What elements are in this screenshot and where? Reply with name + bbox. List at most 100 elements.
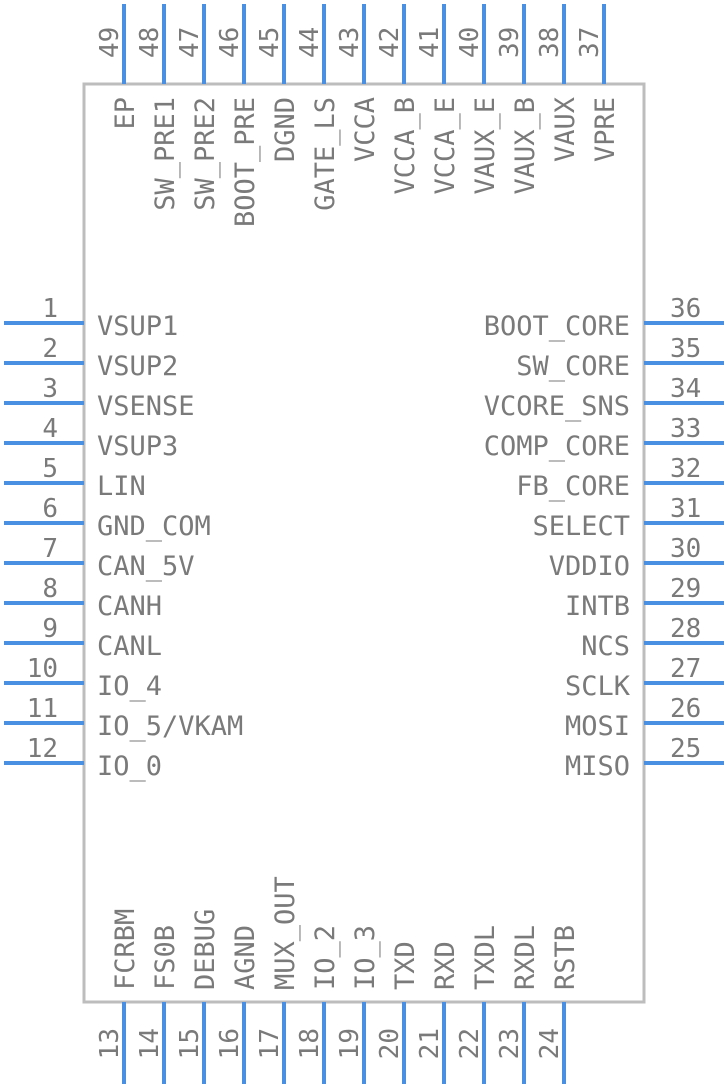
pin-label-vsup3: VSUP3 bbox=[97, 431, 178, 462]
pin-label-rstb: RSTB bbox=[550, 925, 581, 990]
pin-number-48: 48 bbox=[135, 27, 165, 58]
pin-label-intb: INTB bbox=[565, 591, 630, 622]
pin-number-26: 26 bbox=[670, 694, 701, 724]
pin-label-select: SELECT bbox=[532, 511, 630, 542]
pin-number-23: 23 bbox=[495, 1028, 525, 1059]
pin-number-11: 11 bbox=[27, 694, 58, 724]
pin-number-16: 16 bbox=[215, 1028, 245, 1059]
pin-label-sw-pre1: SW_PRE1 bbox=[150, 97, 181, 211]
right-pin-group: 25MISO26MOSI27SCLK28NCS29INTB30VDDIO31SE… bbox=[484, 294, 724, 782]
pin-label-vsense: VSENSE bbox=[97, 391, 195, 422]
pin-label-io-0: IO_0 bbox=[97, 751, 162, 782]
pin-number-32: 32 bbox=[670, 454, 701, 484]
pin-number-38: 38 bbox=[535, 27, 565, 58]
pin-number-7: 7 bbox=[42, 534, 58, 564]
pin-number-9: 9 bbox=[42, 614, 58, 644]
pin-number-35: 35 bbox=[670, 334, 701, 364]
pin-number-44: 44 bbox=[295, 27, 325, 58]
pin-number-5: 5 bbox=[42, 454, 58, 484]
pin-number-49: 49 bbox=[95, 27, 125, 58]
ic-body bbox=[82, 82, 646, 1004]
pin-number-43: 43 bbox=[335, 27, 365, 58]
pin-label-debug: DEBUG bbox=[190, 909, 221, 990]
pin-number-34: 34 bbox=[670, 374, 701, 404]
pin-label-vaux: VAUX bbox=[550, 97, 581, 162]
pin-label-gate-ls: GATE_LS bbox=[310, 97, 341, 211]
pin-label-vaux-b: VAUX_B bbox=[510, 97, 541, 195]
pin-label-boot-pre: BOOT_PRE bbox=[230, 97, 261, 227]
pin-number-42: 42 bbox=[375, 27, 405, 58]
pin-label-sw-pre2: SW_PRE2 bbox=[190, 97, 221, 211]
pin-number-33: 33 bbox=[670, 414, 701, 444]
pin-label-agnd: AGND bbox=[230, 925, 261, 990]
pin-number-28: 28 bbox=[670, 614, 701, 644]
pin-label-ep: EP bbox=[110, 97, 141, 130]
pin-number-22: 22 bbox=[455, 1028, 485, 1059]
pin-number-41: 41 bbox=[415, 27, 445, 58]
pin-label-io-2: IO_2 bbox=[310, 925, 341, 990]
pin-number-47: 47 bbox=[175, 27, 205, 58]
pin-number-3: 3 bbox=[42, 374, 58, 404]
pin-label-sw-core: SW_CORE bbox=[516, 351, 630, 382]
pin-label-txd: TXD bbox=[390, 941, 421, 990]
pin-label-txdl: TXDL bbox=[470, 925, 501, 990]
pin-number-8: 8 bbox=[42, 574, 58, 604]
pin-number-15: 15 bbox=[175, 1028, 205, 1059]
pin-label-vcca: VCCA bbox=[350, 97, 381, 162]
pin-label-vsup2: VSUP2 bbox=[97, 351, 178, 382]
pin-label-comp-core: COMP_CORE bbox=[484, 431, 630, 462]
pin-number-10: 10 bbox=[27, 654, 58, 684]
pin-number-37: 37 bbox=[575, 27, 605, 58]
pin-label-gnd-com: GND_COM bbox=[97, 511, 211, 542]
pin-label-vpre: VPRE bbox=[590, 97, 621, 162]
pin-number-25: 25 bbox=[670, 734, 701, 764]
pin-number-27: 27 bbox=[670, 654, 701, 684]
pin-label-canl: CANL bbox=[97, 631, 162, 662]
pin-number-13: 13 bbox=[95, 1028, 125, 1059]
pin-number-45: 45 bbox=[255, 27, 285, 58]
pin-label-boot-core: BOOT_CORE bbox=[484, 311, 630, 342]
pin-number-39: 39 bbox=[495, 27, 525, 58]
pin-number-31: 31 bbox=[670, 494, 701, 524]
pin-label-vaux-e: VAUX_E bbox=[470, 97, 501, 195]
pin-number-40: 40 bbox=[455, 27, 485, 58]
pin-label-mosi: MOSI bbox=[565, 711, 630, 742]
pin-label-ncs: NCS bbox=[581, 631, 630, 662]
pin-label-canh: CANH bbox=[97, 591, 162, 622]
pin-number-29: 29 bbox=[670, 574, 701, 604]
pin-label-vsup1: VSUP1 bbox=[97, 311, 178, 342]
pin-number-21: 21 bbox=[415, 1028, 445, 1059]
pin-label-rxdl: RXDL bbox=[510, 925, 541, 990]
pin-label-fs0b: FS0B bbox=[150, 925, 181, 990]
pin-label-fb-core: FB_CORE bbox=[516, 471, 630, 502]
pin-label-io-4: IO_4 bbox=[97, 671, 162, 702]
pin-number-46: 46 bbox=[215, 27, 245, 58]
pin-number-24: 24 bbox=[535, 1028, 565, 1059]
pin-number-17: 17 bbox=[255, 1028, 285, 1059]
pin-number-18: 18 bbox=[295, 1028, 325, 1059]
pin-label-vddio: VDDIO bbox=[549, 551, 630, 582]
pin-label-vcca-e: VCCA_E bbox=[430, 97, 461, 195]
pin-label-lin: LIN bbox=[97, 471, 146, 502]
pin-label-vcca-b: VCCA_B bbox=[390, 97, 421, 195]
pin-label-fcrbm: FCRBM bbox=[110, 909, 141, 990]
pin-number-30: 30 bbox=[670, 534, 701, 564]
pin-label-vcore-sns: VCORE_SNS bbox=[484, 391, 630, 422]
bottom-pin-group: 13FCRBM14FS0B15DEBUG16AGND17MUX_OUT18IO_… bbox=[95, 876, 581, 1084]
pin-number-4: 4 bbox=[42, 414, 58, 444]
pin-label-rxd: RXD bbox=[430, 941, 461, 990]
pin-number-6: 6 bbox=[42, 494, 58, 524]
pin-number-12: 12 bbox=[27, 734, 58, 764]
pin-label-io-5-vkam: IO_5/VKAM bbox=[97, 711, 243, 742]
pin-number-14: 14 bbox=[135, 1028, 165, 1059]
pin-number-1: 1 bbox=[42, 294, 58, 324]
pin-number-36: 36 bbox=[670, 294, 701, 324]
pin-label-io-3: IO_3 bbox=[350, 925, 381, 990]
pin-number-2: 2 bbox=[42, 334, 58, 364]
pin-label-can-5v: CAN_5V bbox=[97, 551, 195, 582]
pin-number-19: 19 bbox=[335, 1028, 365, 1059]
pin-label-miso: MISO bbox=[565, 751, 630, 782]
pin-number-20: 20 bbox=[375, 1028, 405, 1059]
